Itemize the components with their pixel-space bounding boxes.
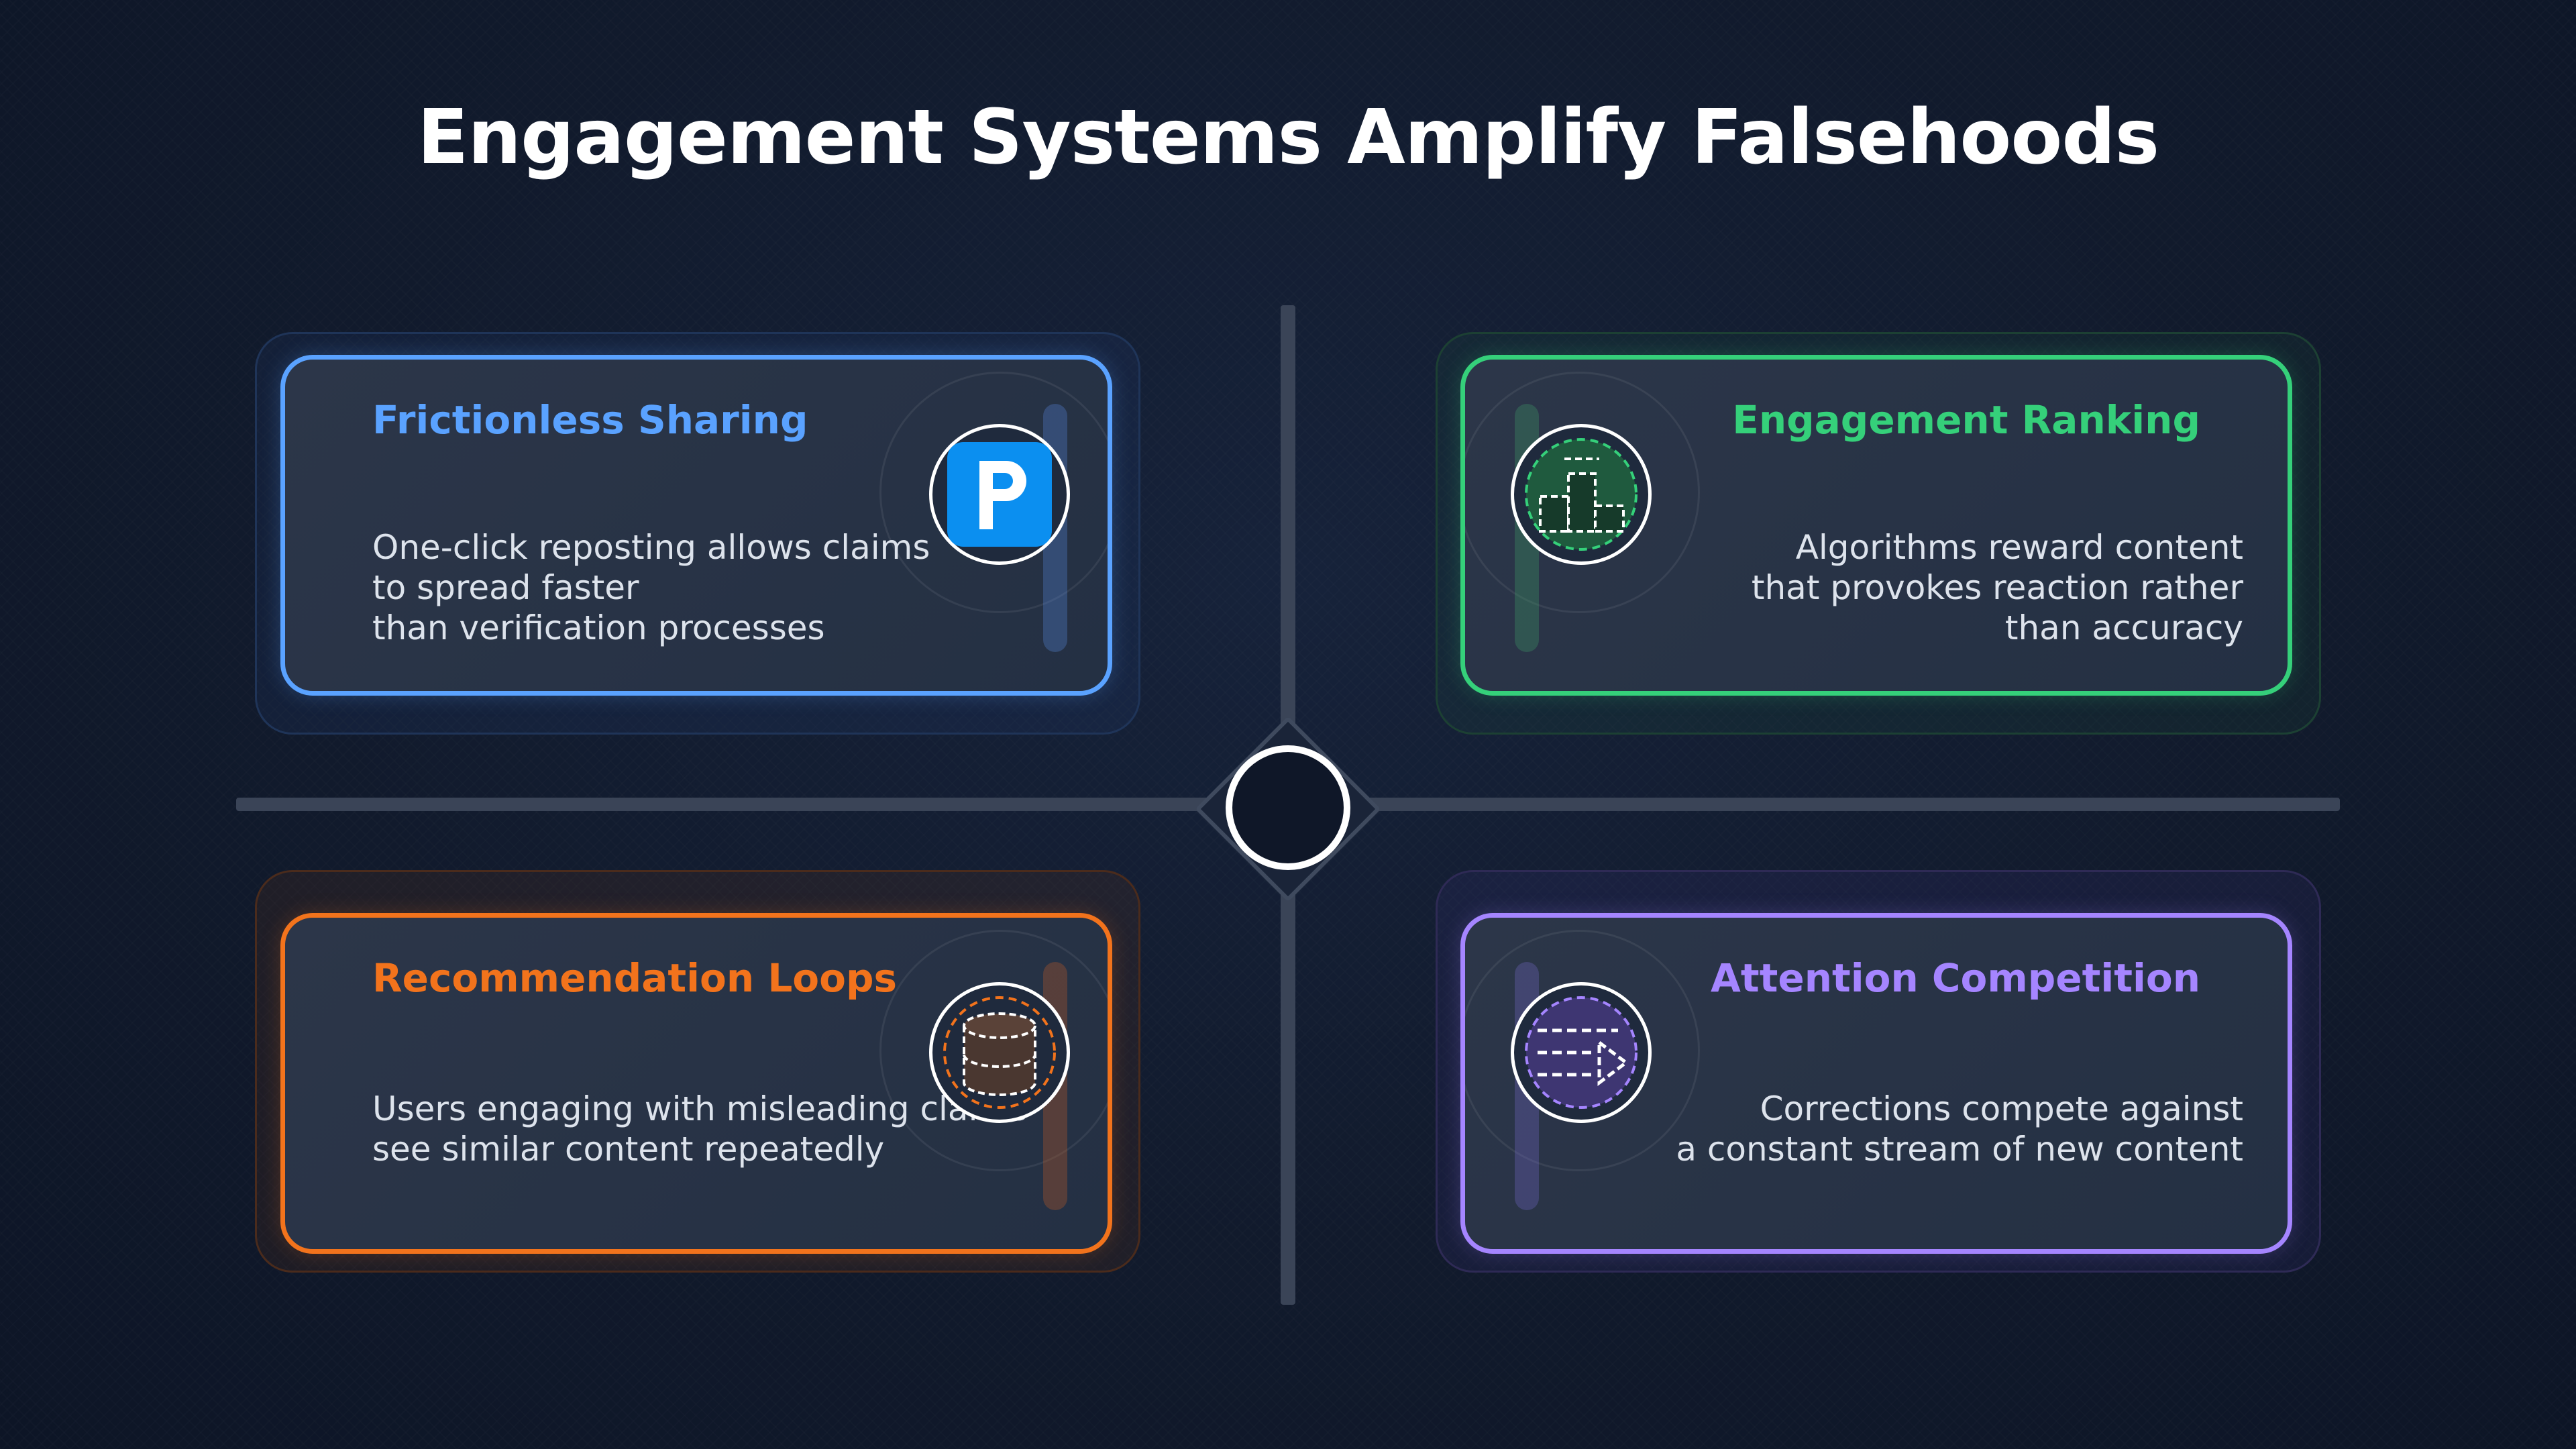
icon-halo xyxy=(879,930,1108,1171)
description-line: a constant stream of new content xyxy=(1676,1130,2243,1169)
card-title: Frictionless Sharing xyxy=(372,397,808,443)
center-hub-circle xyxy=(1226,745,1350,870)
description-line: that provokes reaction rather xyxy=(1751,568,2243,607)
description-line: One-click reposting allows claims xyxy=(372,528,930,567)
icon-halo xyxy=(879,372,1108,613)
icon-halo xyxy=(1465,930,1700,1171)
description-line: to spread faster xyxy=(372,568,639,607)
description-line: Users engaging with misleading claims xyxy=(372,1089,1028,1128)
icon-halo xyxy=(1465,372,1700,613)
card-description: Corrections compete against a constant s… xyxy=(1676,1089,2243,1169)
description-line: than verification processes xyxy=(372,608,825,647)
card-engagement-ranking: Engagement Ranking Algorithms reward con… xyxy=(1460,355,2292,696)
parking-p-icon xyxy=(929,424,1070,565)
card-title: Recommendation Loops xyxy=(372,955,898,1001)
card-title: Engagement Ranking xyxy=(1732,397,2200,443)
stream-play-icon xyxy=(1511,982,1652,1123)
card-title: Attention Competition xyxy=(1711,955,2200,1001)
database-cylinder-icon xyxy=(929,982,1070,1123)
ranking-podium-icon xyxy=(1511,424,1652,565)
description-line: Algorithms reward content xyxy=(1795,528,2243,567)
card-frictionless-sharing: Frictionless Sharing One-click reposting… xyxy=(280,355,1112,696)
card-description: Users engaging with misleading claims se… xyxy=(372,1089,1028,1169)
card-attention-competition: Attention Competition Corrections compet… xyxy=(1460,913,2292,1254)
card-description: One-click reposting allows claims to spr… xyxy=(372,527,930,648)
card-recommendation-loops: Recommendation Loops Users engaging with… xyxy=(280,913,1112,1254)
description-line: see similar content repeatedly xyxy=(372,1130,885,1169)
description-line: than accuracy xyxy=(2004,608,2243,647)
card-description: Algorithms reward content that provokes … xyxy=(1752,527,2243,648)
description-line: Corrections compete against xyxy=(1760,1089,2243,1128)
page-title: Engagement Systems Amplify Falsehoods xyxy=(417,94,2159,181)
